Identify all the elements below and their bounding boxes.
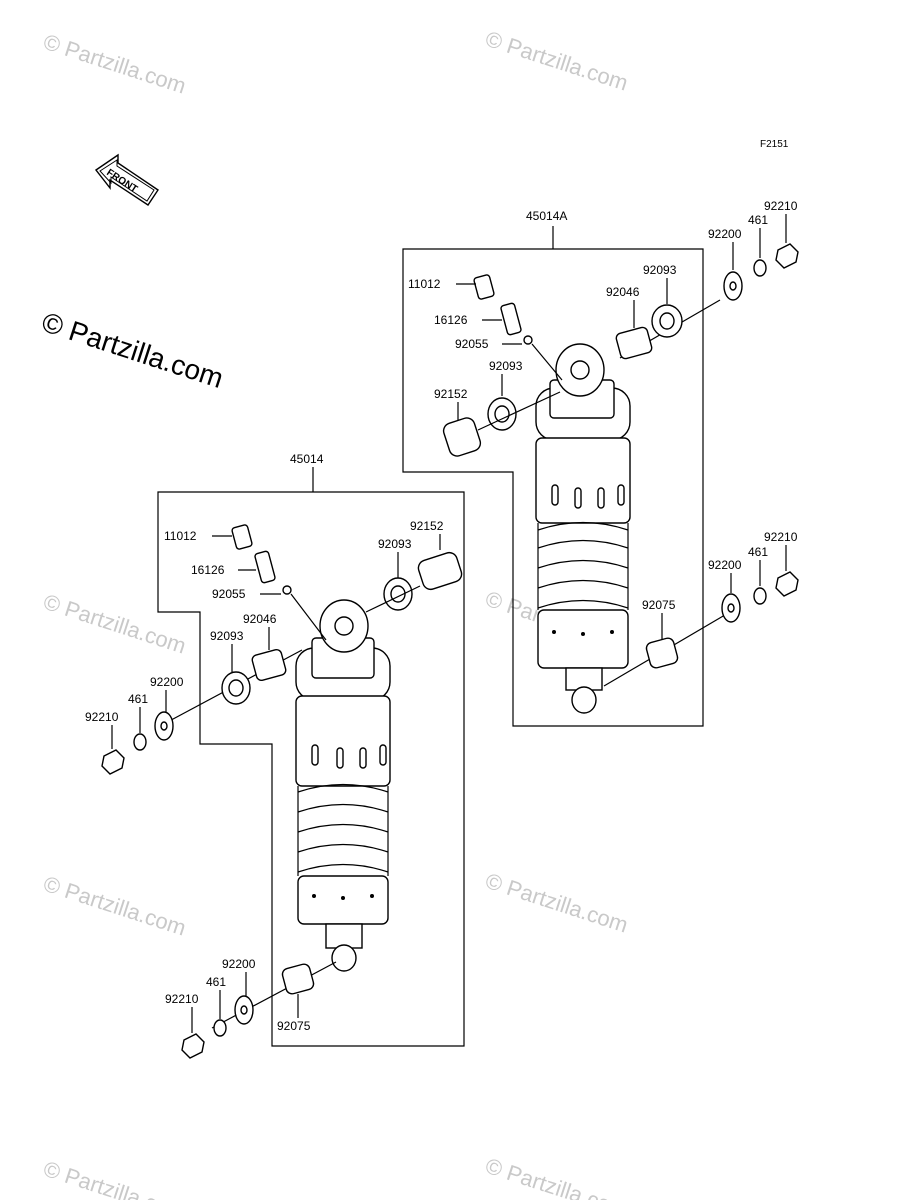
- part-label-92210-top: 92210: [764, 199, 798, 213]
- lower-collar: [281, 963, 315, 995]
- part-label-92046: 92046: [606, 285, 640, 299]
- watermark: © Partzilla.com: [40, 871, 189, 941]
- assembly-label: 45014: [290, 452, 324, 466]
- spring-adjuster-bolt: [231, 524, 253, 550]
- part-label-92152: 92152: [410, 519, 444, 533]
- watermark: © Partzilla.com: [40, 1156, 189, 1200]
- part-label-461-bot: 461: [206, 975, 226, 989]
- watermark: © Partzilla.com: [482, 1153, 631, 1200]
- adjuster-screw: [254, 550, 276, 584]
- needle-bearing: [615, 326, 653, 360]
- lower-collar: [645, 637, 679, 669]
- part-label-16126: 16126: [191, 563, 225, 577]
- figure-code: F2151: [760, 139, 789, 150]
- nut-lower: [775, 571, 799, 597]
- part-label-92200-bot: 92200: [708, 558, 742, 572]
- lock-washer-lower: [753, 587, 767, 605]
- part-label-92075: 92075: [277, 1019, 311, 1033]
- part-label-92046: 92046: [243, 612, 277, 626]
- part-label-92200-bot: 92200: [222, 957, 256, 971]
- watermark-main: © Partzilla.com: [38, 306, 227, 394]
- part-label-92152: 92152: [434, 387, 468, 401]
- adjuster-screw: [500, 302, 522, 336]
- part-label-92055: 92055: [212, 587, 246, 601]
- assembly-45014: 45014 11012 16126 92055: [85, 452, 465, 1059]
- part-label-92055: 92055: [455, 337, 489, 351]
- assembly-45014a: 45014A 11012: [402, 199, 799, 727]
- shock-absorber-right: [535, 343, 631, 714]
- part-label-461-bot: 461: [748, 545, 768, 559]
- watermark: © Partzilla.com: [40, 29, 189, 99]
- lock-washer: [753, 259, 767, 277]
- sleeve: [417, 551, 463, 591]
- part-label-92210-bot: 92210: [165, 992, 199, 1006]
- lock-washer-lower: [213, 1019, 227, 1037]
- part-label-92093-b: 92093: [210, 629, 244, 643]
- assembly-label: 45014A: [526, 209, 567, 223]
- part-label-92093-a: 92093: [489, 359, 523, 373]
- sleeve: [442, 417, 482, 457]
- part-label-461-top: 461: [748, 213, 768, 227]
- watermark: © Partzilla.com: [40, 589, 189, 659]
- watermark: © Partzilla.com: [482, 868, 631, 938]
- part-label-92075: 92075: [642, 598, 676, 612]
- part-label-92093-a: 92093: [378, 537, 412, 551]
- part-label-92210-top: 92210: [85, 710, 119, 724]
- part-label-461-top: 461: [128, 692, 148, 706]
- part-label-92210-bot: 92210: [764, 530, 798, 544]
- part-label-92200-top: 92200: [708, 227, 742, 241]
- part-label-11012: 11012: [408, 277, 441, 291]
- nut: [775, 243, 799, 269]
- spring-adjuster-bolt: [473, 274, 495, 300]
- shock-absorber-left: [295, 599, 391, 972]
- part-label-16126: 16126: [434, 313, 468, 327]
- lock-washer: [133, 733, 147, 751]
- nut: [101, 749, 125, 775]
- part-label-92200-top: 92200: [150, 675, 184, 689]
- nut-lower: [181, 1033, 205, 1059]
- o-ring: [282, 585, 292, 595]
- watermark: © Partzilla.com: [482, 26, 631, 96]
- needle-bearing: [251, 648, 287, 682]
- o-ring: [523, 335, 533, 345]
- part-label-11012: 11012: [164, 529, 197, 543]
- front-arrow-icon: FRONT: [94, 153, 159, 206]
- part-label-92093-b: 92093: [643, 263, 677, 277]
